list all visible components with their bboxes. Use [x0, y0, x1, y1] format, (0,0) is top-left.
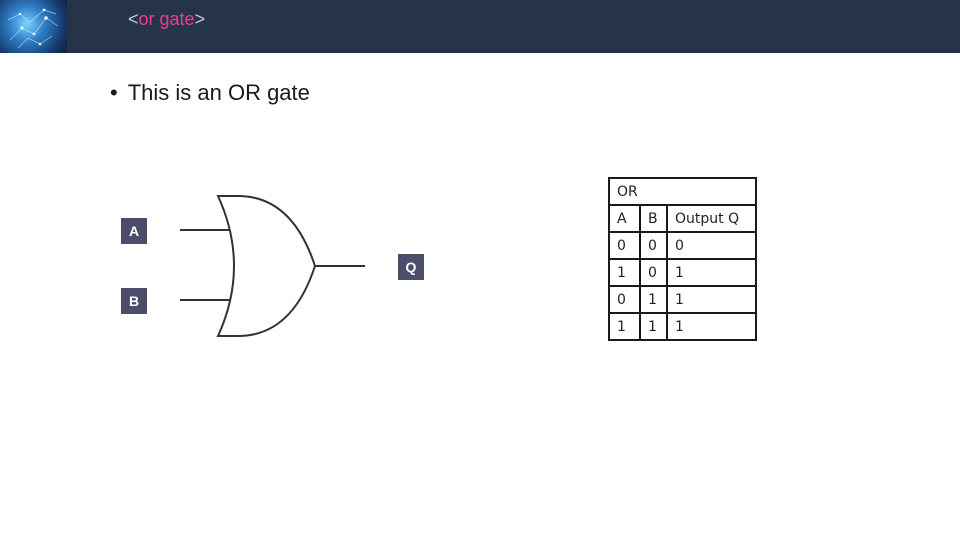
table-cell: 1	[608, 312, 641, 341]
input-a-label: A	[121, 218, 147, 244]
or-gate-body	[216, 195, 317, 337]
table-cell: 0	[608, 231, 641, 260]
table-cell: 1	[608, 258, 641, 287]
title-keyword: or gate	[138, 9, 195, 29]
ai-head-logo	[0, 0, 67, 53]
or-gate-symbol	[180, 195, 365, 337]
table-cell: 0	[666, 231, 757, 260]
table-cell: 0	[639, 231, 668, 260]
output-q-label: Q	[398, 254, 424, 280]
truth-table-title: OR	[608, 177, 757, 206]
header-cell-b: B	[639, 204, 668, 233]
input-b-label: B	[121, 288, 147, 314]
table-cell: 0	[608, 285, 641, 314]
table-row: 1 0 1	[608, 258, 757, 287]
page-title: <or gate>	[128, 9, 206, 29]
table-row: 0 1 1	[608, 285, 757, 314]
header-cell-output: Output Q	[666, 204, 757, 233]
table-cell: 1	[666, 258, 757, 287]
truth-table-title-row: OR	[608, 177, 757, 206]
table-row: 0 0 0	[608, 231, 757, 260]
truth-table: OR A B Output Q 0 0 0 1 0 1 0 1 1 1 1 1	[608, 177, 757, 341]
table-cell: 1	[639, 285, 668, 314]
truth-table-header-row: A B Output Q	[608, 204, 757, 233]
table-cell: 1	[639, 312, 668, 341]
header-bar: <or gate>	[0, 0, 960, 53]
table-row: 1 1 1	[608, 312, 757, 341]
header-cell-a: A	[608, 204, 641, 233]
table-cell: 0	[639, 258, 668, 287]
table-cell: 1	[666, 285, 757, 314]
bullet-icon: •	[110, 80, 118, 105]
bullet-point: • This is an OR gate	[110, 80, 310, 106]
bullet-text: This is an OR gate	[127, 80, 310, 105]
table-cell: 1	[666, 312, 757, 341]
